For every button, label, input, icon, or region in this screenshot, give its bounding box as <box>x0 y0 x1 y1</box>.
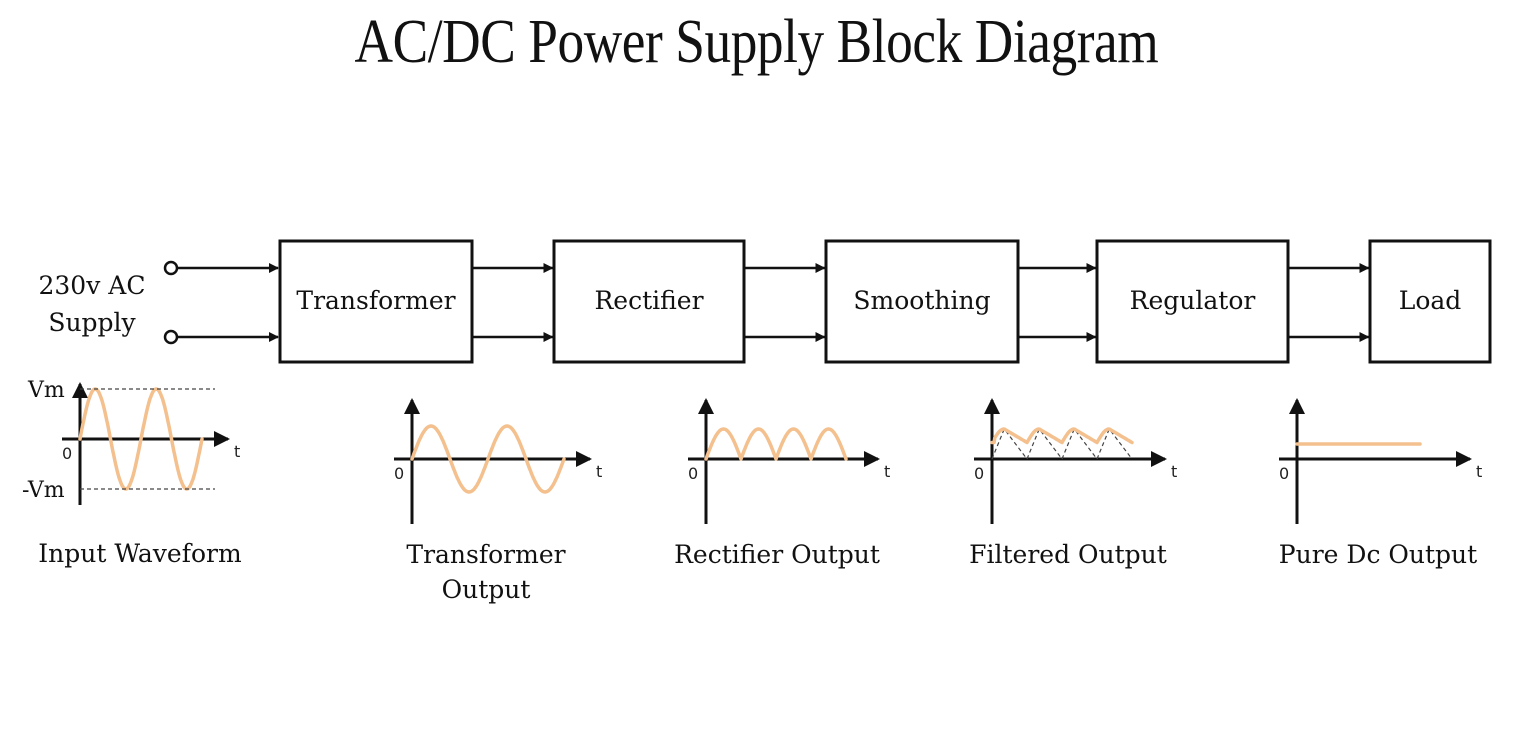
waveform-caption: Transformer <box>406 540 565 569</box>
waveform-curve <box>410 424 566 494</box>
terminal-bottom-icon <box>163 329 179 345</box>
origin-label: 0 <box>394 464 404 483</box>
t-axis-label: t <box>234 442 240 461</box>
supply-label-line1: 230v AC <box>39 271 146 300</box>
block-smoothing: Smoothing <box>824 239 1020 364</box>
block-rectifier-label: Rectifier <box>594 286 703 315</box>
block-load-label: Load <box>1399 286 1462 315</box>
waveform-caption: Rectifier Output <box>674 540 880 569</box>
neg-vm-label: -Vm <box>22 478 65 503</box>
block-transformer-label: Transformer <box>296 286 455 315</box>
block-rectifier: Rectifier <box>552 239 746 364</box>
block-load: Load <box>1368 239 1492 364</box>
t-axis-label: t <box>596 462 602 481</box>
block-regulator-box <box>1095 239 1290 364</box>
block-load-box <box>1368 239 1492 364</box>
origin-label: 0 <box>688 464 698 483</box>
supply-label-line2: Supply <box>48 308 136 337</box>
t-axis-label: t <box>1476 462 1482 481</box>
origin-label: 0 <box>974 464 984 483</box>
block-transformer-box <box>278 239 474 364</box>
vm-label: Vm <box>27 378 65 403</box>
block-regulator: Regulator <box>1095 239 1290 364</box>
waveform-curve <box>704 427 848 461</box>
origin-label: 0 <box>1279 464 1289 483</box>
t-axis-label: t <box>884 462 890 481</box>
waveform-caption: Filtered Output <box>969 540 1167 569</box>
waveform-caption: Output <box>442 575 531 604</box>
block-smoothing-label: Smoothing <box>853 286 990 315</box>
waveform-curve <box>78 387 204 491</box>
block-rectifier-box <box>552 239 746 364</box>
origin-label: 0 <box>62 444 72 463</box>
waveform-caption: Pure Dc Output <box>1279 540 1477 569</box>
waveform-curve <box>990 427 1134 445</box>
t-axis-label: t <box>1171 462 1177 481</box>
waveform-caption: Input Waveform <box>38 539 242 568</box>
block-regulator-label: Regulator <box>1130 286 1256 315</box>
block-smoothing-box <box>824 239 1020 364</box>
diagram-title: AC/DC Power Supply Block Diagram <box>354 8 1159 76</box>
block-transformer: Transformer <box>278 239 474 364</box>
terminal-top-icon <box>163 260 179 276</box>
